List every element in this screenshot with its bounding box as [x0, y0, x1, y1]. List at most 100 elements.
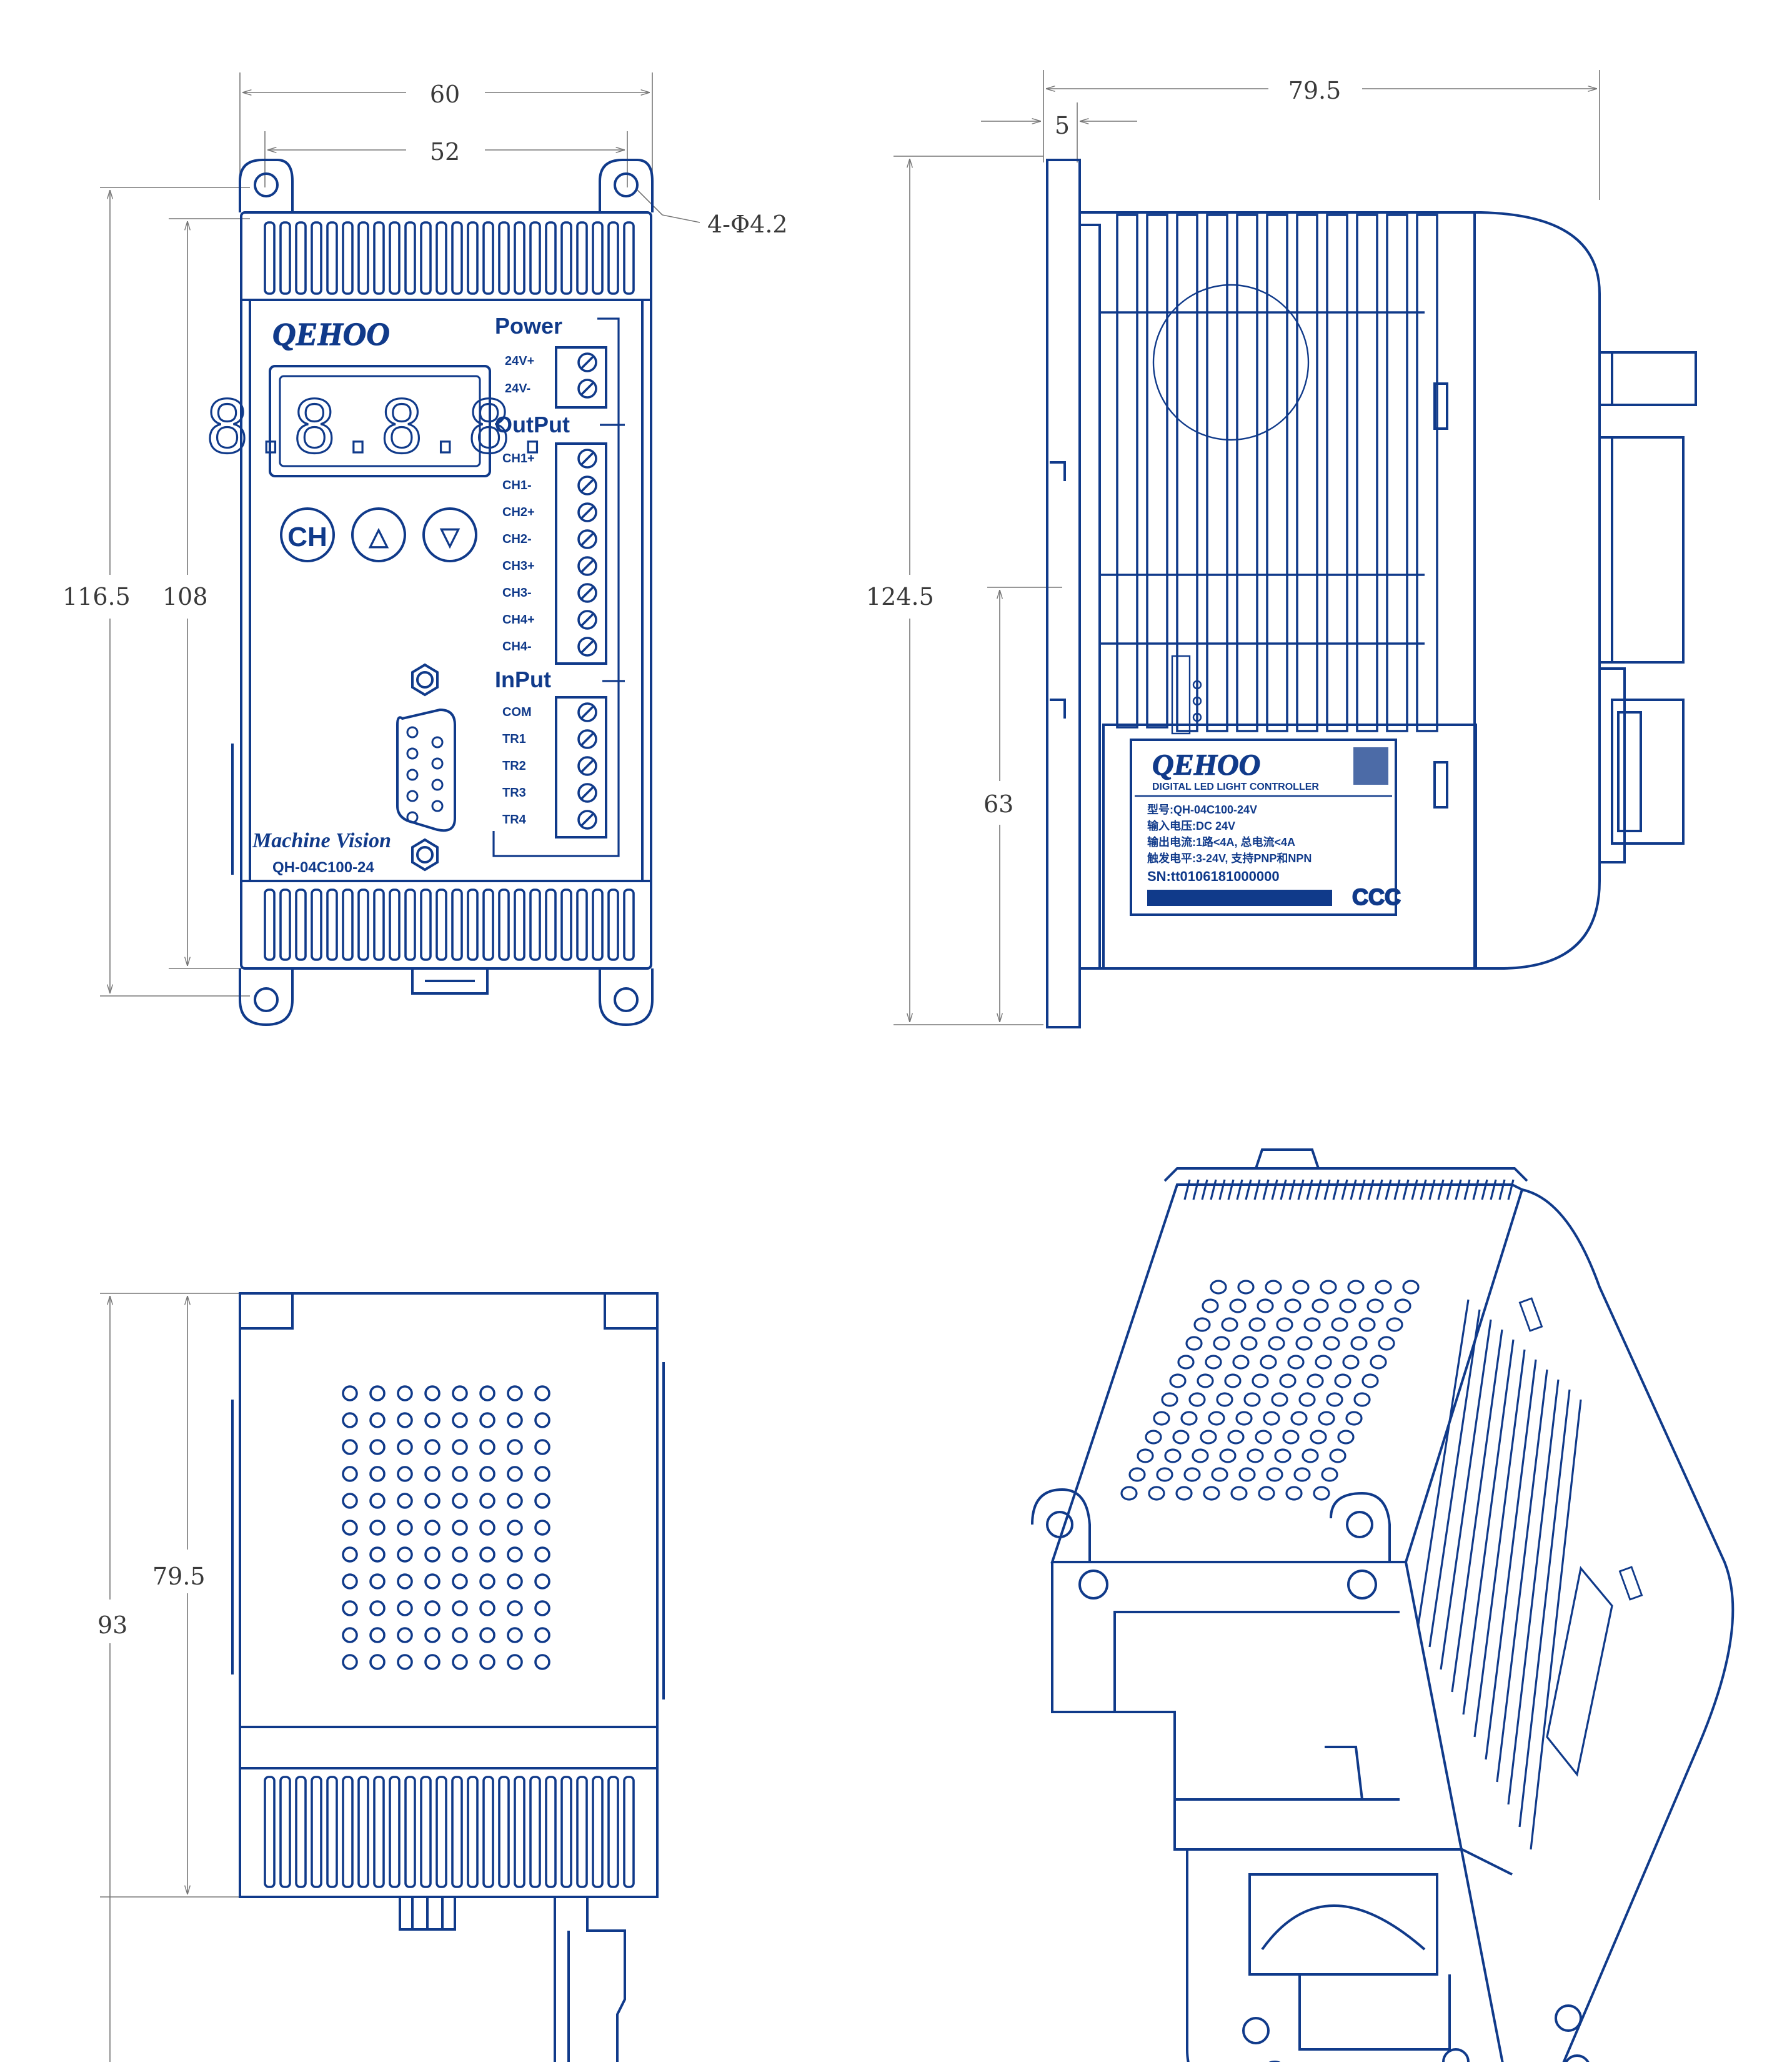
- vent-hole: [479, 1412, 495, 1428]
- screw-slot: [580, 705, 595, 720]
- vent-hole: [342, 1439, 358, 1455]
- vent-hole: [479, 1520, 495, 1536]
- cooling-fin: [357, 1776, 369, 1888]
- cooling-fin: [295, 221, 307, 295]
- vent-hole: [424, 1466, 441, 1482]
- cooling-fin: [1297, 1179, 1305, 1200]
- vent-hole: [369, 1573, 386, 1590]
- db9-pin: [406, 747, 419, 760]
- front-bottom-fins: [264, 888, 635, 961]
- vent-hole: [452, 1493, 468, 1509]
- cooling-fin: [1463, 1179, 1471, 1200]
- terminal-screw: [577, 449, 597, 469]
- vent-hole: [342, 1412, 358, 1428]
- cooling-fin: [1440, 1319, 1492, 1670]
- cooling-fin: [373, 1776, 385, 1888]
- side-cooling-fins: [1100, 214, 1438, 732]
- up-button[interactable]: △: [351, 507, 406, 562]
- vent-hole: [1279, 1373, 1297, 1388]
- db9-pin: [431, 736, 444, 749]
- vent-hole: [369, 1627, 386, 1643]
- cooling-fin: [529, 221, 541, 295]
- cooling-fin: [1507, 1379, 1560, 1805]
- vent-hole: [1276, 1317, 1293, 1332]
- vent-hole: [1284, 1298, 1302, 1313]
- cooling-fin: [545, 221, 557, 295]
- vent-hole: [1290, 1411, 1308, 1426]
- vent-hole: [397, 1573, 413, 1590]
- vent-hole: [1334, 1373, 1351, 1388]
- cooling-fin: [436, 221, 447, 295]
- cooling-fin: [1227, 1179, 1235, 1200]
- input-title: InPut: [495, 667, 551, 692]
- terminal-label: TR3: [502, 786, 526, 800]
- vent-hole: [452, 1573, 468, 1590]
- cooling-fin: [1490, 1179, 1497, 1200]
- cooling-fin: [1376, 1179, 1383, 1200]
- vent-hole: [1169, 1373, 1187, 1388]
- vent-hole: [534, 1466, 550, 1482]
- input-screws: [577, 702, 597, 830]
- vent-hole: [534, 1439, 550, 1455]
- db9-pin: [431, 779, 444, 791]
- vent-hole: [1271, 1392, 1288, 1407]
- cooling-fin: [467, 221, 479, 295]
- cooling-fin: [1386, 214, 1408, 732]
- db9-pins: [406, 726, 444, 824]
- cooling-fin: [1402, 1179, 1410, 1200]
- output-screws: [577, 449, 597, 657]
- cooling-fin: [1266, 214, 1288, 732]
- screw-slot: [580, 505, 595, 520]
- down-button[interactable]: ▽: [422, 507, 477, 562]
- svg-text:△: △: [369, 523, 389, 550]
- vent-hole: [1252, 1373, 1269, 1388]
- cooling-fin: [1306, 1179, 1313, 1200]
- cooling-fin: [529, 1776, 541, 1888]
- vent-hole: [1266, 1467, 1283, 1482]
- cooling-fin: [482, 221, 494, 295]
- cooling-fin: [560, 221, 572, 295]
- cooling-fin: [1332, 1179, 1340, 1200]
- vent-hole: [479, 1466, 495, 1482]
- dim-52: 52: [430, 138, 460, 166]
- terminal-label: CH4+: [502, 613, 535, 627]
- vent-hole: [1177, 1355, 1195, 1370]
- machine-vision-tagline: Machine Vision: [252, 829, 391, 852]
- cooling-fin: [623, 221, 635, 295]
- screw-slot: [580, 732, 595, 747]
- cooling-fin: [311, 1776, 322, 1888]
- cooling-fin: [1455, 1179, 1462, 1200]
- power-terminal-block: [555, 346, 607, 409]
- vent-hole: [424, 1385, 441, 1401]
- screw-slot: [580, 812, 595, 827]
- cooling-fin: [1472, 1179, 1480, 1200]
- vent-hole: [452, 1439, 468, 1455]
- vent-hole: [397, 1412, 413, 1428]
- db9-pin: [406, 811, 419, 824]
- input-terminal-block: [555, 696, 607, 838]
- cooling-fin: [295, 1776, 307, 1888]
- dimension-lines: [100, 70, 1600, 2065]
- cooling-fin: [1206, 214, 1228, 732]
- vent-hole: [342, 1385, 358, 1401]
- power-terminal-label: 24V+: [505, 354, 534, 368]
- vent-hole: [1310, 1430, 1327, 1445]
- cooling-fin: [1530, 1399, 1582, 1850]
- cooling-fin: [1420, 1179, 1427, 1200]
- cooling-fin: [1176, 214, 1198, 732]
- terminal-label: COM: [502, 705, 532, 719]
- cooling-fin: [420, 221, 432, 295]
- vent-hole: [1235, 1411, 1253, 1426]
- terminal-screw: [577, 637, 597, 657]
- screw-slot: [580, 451, 595, 466]
- dim-79-5-top: 79.5: [1288, 77, 1342, 104]
- vent-hole: [1120, 1486, 1138, 1501]
- vent-hole: [479, 1439, 495, 1455]
- vent-hole: [1153, 1411, 1170, 1426]
- vent-hole: [507, 1654, 523, 1670]
- cooling-fin: [623, 1776, 635, 1888]
- cooling-fin: [529, 888, 541, 961]
- ch-button[interactable]: CH: [280, 507, 335, 562]
- cooling-fin: [607, 221, 619, 295]
- vent-hole: [424, 1627, 441, 1643]
